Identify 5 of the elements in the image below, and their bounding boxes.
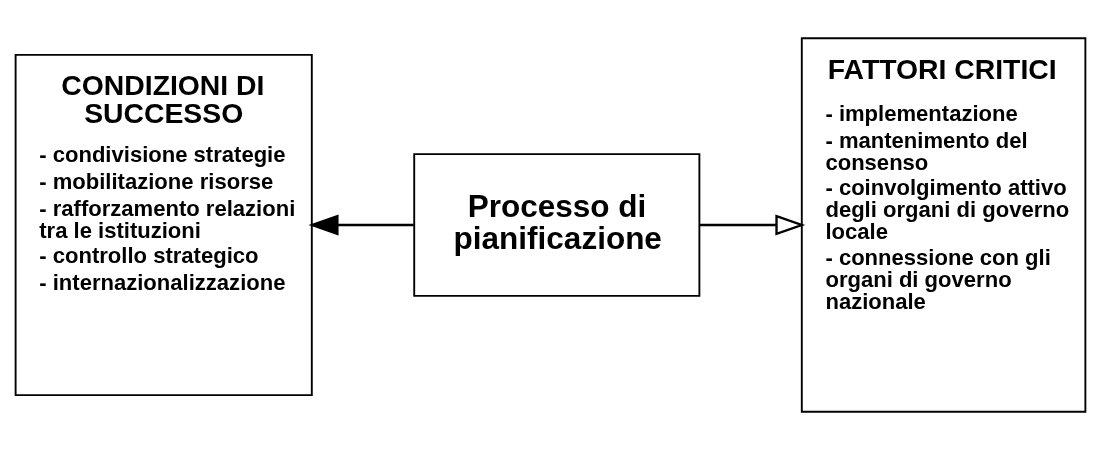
node-box: CONDIZIONI DI SUCCESSO - condivisione strategie - mobilitazione risorse - rafforzamento relazioni tra le istituzioni - controllo strategico - internazionalizzazione: [14, 53, 313, 397]
arrow: [699, 214, 806, 236]
node-box: FATTORI CRITICI - implementazione - mantenimento del consenso - coinvolgimento attivo degli organi di governo locale - connessione con gli organi di governo nazionale: [800, 37, 1087, 413]
node-box: Processo di pianificazione: [413, 153, 701, 297]
arrow: [308, 214, 414, 236]
